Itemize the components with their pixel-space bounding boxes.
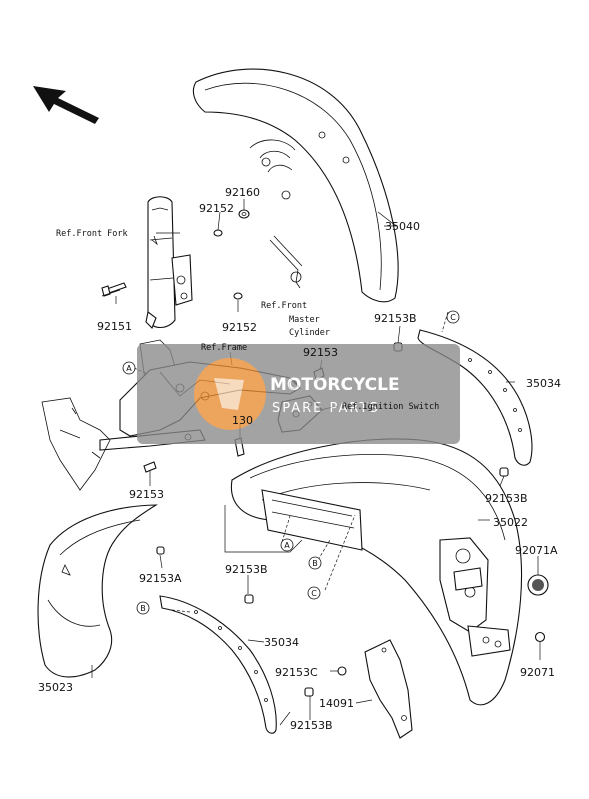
label-35034-left: 35034 — [264, 636, 299, 649]
label-92151: 92151 — [97, 320, 132, 333]
callout-c-upper: C — [446, 310, 460, 324]
nut-92153A — [156, 546, 165, 555]
label-35023: 35023 — [38, 681, 73, 694]
watermark-subtext: SPARE PARTS — [272, 401, 380, 416]
svg-text:C: C — [450, 313, 456, 322]
rear-fender-35022 — [230, 438, 523, 706]
label-92152-lower: 92152 — [222, 321, 257, 334]
svg-text:A: A — [284, 541, 290, 550]
master-cylinder-clip-ref — [269, 235, 303, 289]
label-92071A: 92071A — [515, 544, 558, 557]
label-35034-right: 35034 — [526, 377, 561, 390]
nut-92153C — [337, 666, 347, 676]
washer-92152-upper — [213, 229, 223, 237]
label-92153B-top: 92153B — [374, 312, 417, 325]
callout-b-lower: B — [136, 601, 150, 615]
ref-front-master-line3: Cylinder — [289, 328, 330, 338]
label-92153C: 92153C — [275, 666, 318, 679]
fender-rail-35034-left — [159, 595, 277, 734]
front-fork-ref — [145, 196, 193, 329]
orientation-arrow-icon — [33, 86, 99, 124]
svg-text:C: C — [311, 589, 317, 598]
label-92153B-mid: 92153B — [225, 563, 268, 576]
ref-frame: Ref.Frame — [201, 343, 247, 353]
hardware-92160 — [238, 209, 250, 219]
washer-92152-lower — [233, 292, 243, 300]
grommet-92071 — [534, 631, 546, 643]
svg-text:B: B — [312, 559, 318, 568]
svg-text:B: B — [140, 604, 146, 613]
label-35022: 35022 — [493, 516, 528, 529]
watermark-brand: MOTORCYCLE — [270, 375, 400, 395]
bracket-14091 — [364, 639, 413, 739]
label-92160: 92160 — [225, 186, 260, 199]
grommet-92071A — [527, 574, 549, 596]
label-130: 130 — [232, 414, 253, 427]
callout-b-upper: B — [308, 556, 322, 570]
inner-fender-35023 — [37, 504, 158, 678]
label-35040: 35040 — [385, 220, 420, 233]
label-92152-upper: 92152 — [199, 202, 234, 215]
label-92153-left: 92153 — [129, 488, 164, 501]
nut-92153B-bottom — [304, 687, 314, 697]
ref-front-fork: Ref.Front Fork — [56, 229, 128, 239]
ref-front-master-line2: Master — [289, 315, 320, 325]
label-14091: 14091 — [319, 697, 354, 710]
label-92153B-bottom: 92153B — [290, 719, 333, 732]
nut-92153-left — [143, 461, 157, 473]
ref-front-master-line1: Ref.Front — [261, 301, 307, 311]
label-92153B-right: 92153B — [485, 492, 528, 505]
bolt-92151 — [101, 282, 127, 297]
ref-ignition-switch: Ref.Ignition Switch — [342, 402, 439, 412]
label-92153-right: 92153 — [303, 346, 338, 359]
callout-a-upper: A — [122, 361, 136, 375]
label-92153A: 92153A — [139, 572, 182, 585]
nut-92153B-right — [499, 467, 509, 477]
callout-c-lower: C — [307, 586, 321, 600]
nut-92153B-mid — [244, 594, 254, 604]
svg-text:A: A — [126, 364, 132, 373]
front-fender-35040 — [192, 68, 399, 303]
watermark: MOTORCYCLE SPARE PARTS — [137, 344, 460, 444]
callout-a-lower: A — [280, 538, 294, 552]
label-92071: 92071 — [520, 666, 555, 679]
